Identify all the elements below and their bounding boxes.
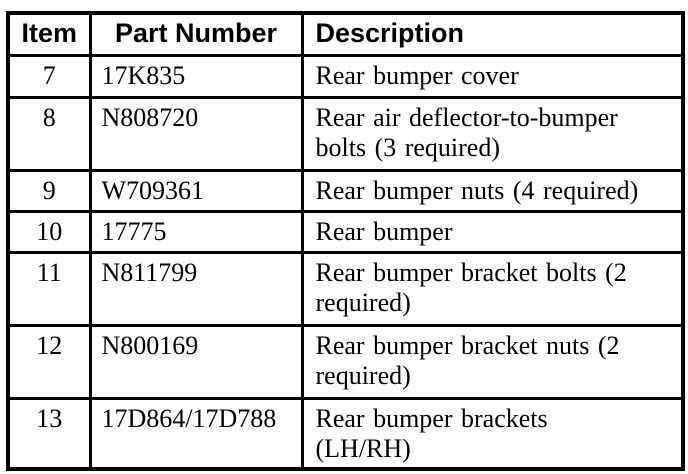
part-number-cell: N811799 [88,251,304,327]
part-number-cell: 17D864/17D788 [88,397,304,471]
description-cell: Rear bumper nuts (4 required) [300,169,685,213]
part-number-cell: 17775 [88,210,304,254]
item-cell: 10 [6,210,92,254]
col-header-part-number: Part Number [88,11,304,57]
item-cell: 13 [6,397,92,471]
table-header: Item Part Number Description [6,11,685,57]
item-cell: 9 [6,169,92,213]
item-cell: 11 [6,251,92,327]
description-line: Rear air deflector-to-bumper [315,103,618,132]
description-line: bolts (3 required) [315,133,501,162]
description-line: (LH/RH) [315,434,411,463]
table-row: 10 17775 Rear bumper [6,210,685,254]
table-row: 7 17K835 Rear bumper cover [6,54,685,99]
table-row: 13 17D864/17D788 Rear bumper brackets(LH… [6,397,685,471]
part-number-cell: N800169 [88,324,304,400]
description-line: Rear bumper [315,217,453,246]
description-line: Rear bumper brackets [315,404,548,433]
col-header-description: Description [300,11,685,57]
header-row: Item Part Number Description [6,11,685,57]
item-cell: 12 [6,324,92,400]
description-line: Rear bumper nuts (4 required) [315,176,639,205]
description-cell: Rear bumper [300,210,685,254]
description-cell: Rear bumper cover [300,54,685,99]
item-cell: 8 [6,96,92,172]
description-line: Rear bumper bracket bolts (2 [315,258,627,287]
table-row: 9 W709361 Rear bumper nuts (4 required) [6,169,685,213]
part-number-cell: 17K835 [88,54,304,99]
part-number-cell: N808720 [88,96,304,172]
description-line: Rear bumper bracket nuts (2 [315,331,620,360]
description-line: required) [315,288,411,317]
item-cell: 7 [6,54,92,99]
col-header-item: Item [6,11,92,57]
description-line: Rear bumper cover [315,61,519,90]
description-cell: Rear bumper brackets(LH/RH) [300,397,685,471]
table-body: 7 17K835 Rear bumper cover 8 N808720 Rea… [6,54,685,471]
parts-table: Item Part Number Description 7 17K835 Re… [6,11,685,471]
part-number-cell: W709361 [88,169,304,213]
description-line: required) [315,361,411,390]
